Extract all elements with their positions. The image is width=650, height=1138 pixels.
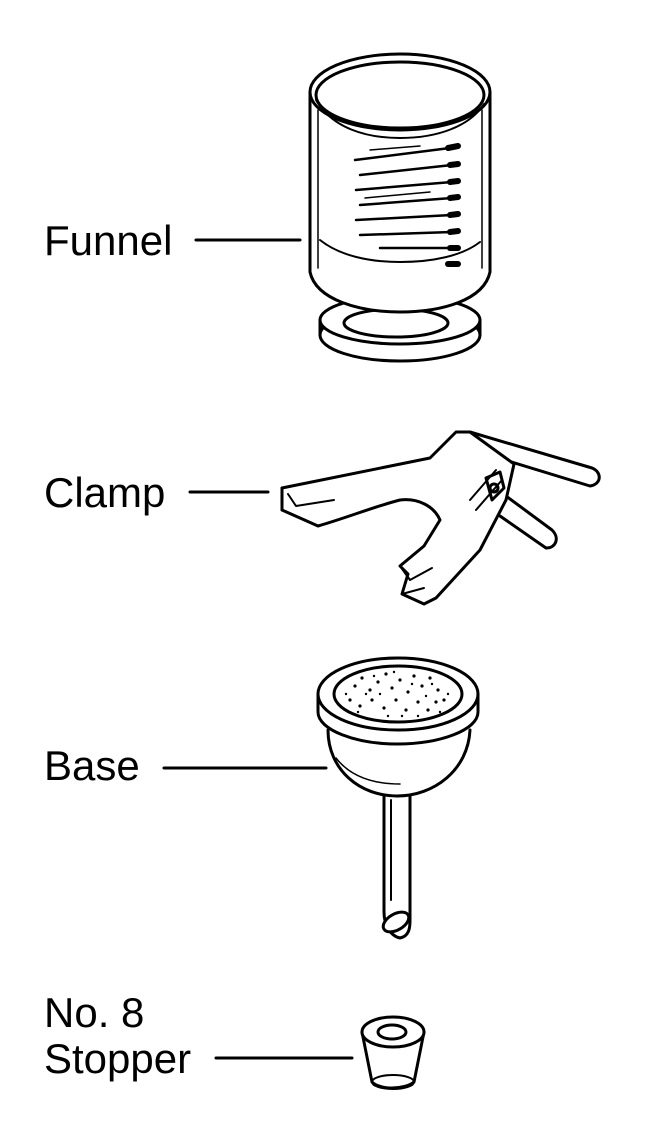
frit-texture — [344, 670, 450, 718]
base-label: Base — [44, 742, 140, 789]
fritted-disc — [334, 666, 462, 722]
funnel-illustration — [196, 54, 490, 361]
funnel-graduations — [355, 146, 458, 264]
stopper-label-size: No. 8 — [44, 989, 145, 1036]
funnel-label: Funnel — [44, 217, 173, 264]
clamp-label: Clamp — [44, 469, 166, 516]
stopper-label-name: Stopper — [44, 1035, 192, 1082]
clamp-illustration — [190, 432, 599, 604]
stopper-illustration — [216, 1017, 424, 1089]
base-illustration — [164, 658, 478, 938]
